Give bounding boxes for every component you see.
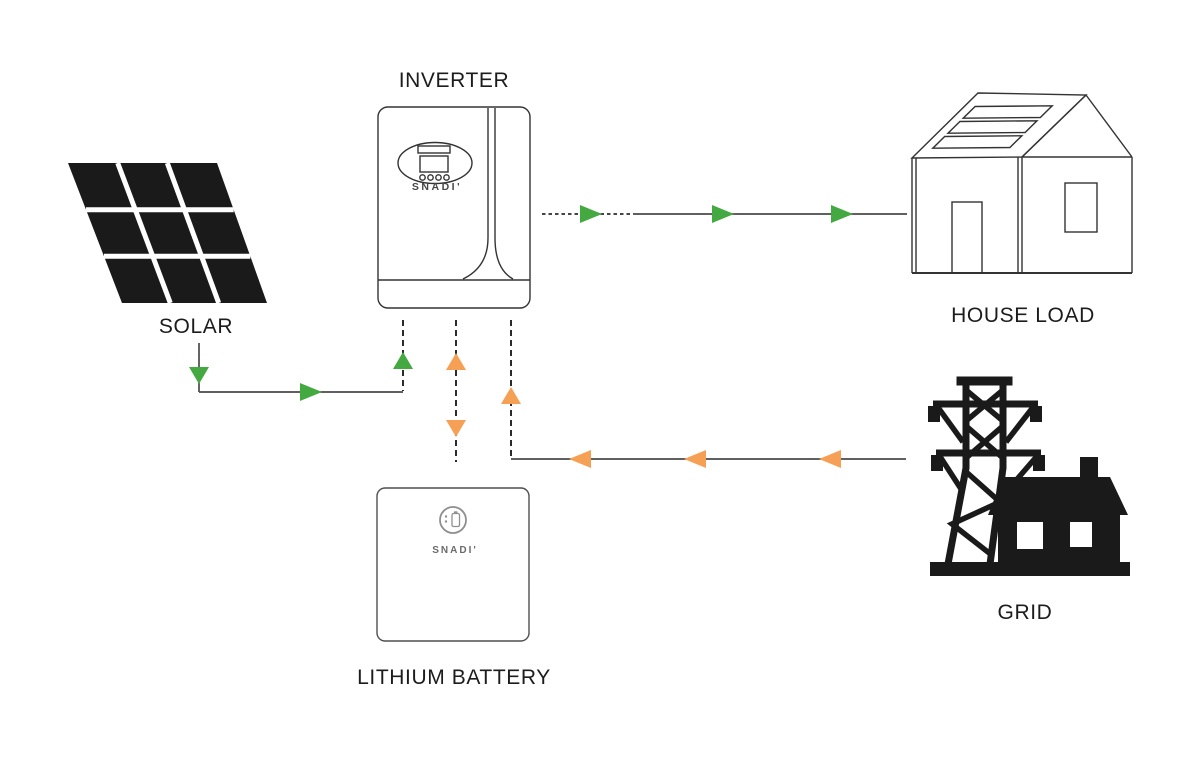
house-door: [951, 201, 983, 274]
power-tower-icon: [928, 376, 1130, 576]
grid-house: [988, 457, 1128, 567]
house-outline-icon: [910, 92, 1133, 274]
arrow-down-icon: [189, 367, 209, 384]
arrow-right-icon: [831, 205, 853, 223]
flow-grid-to-inverter: [501, 320, 906, 468]
arrow-right-icon: [712, 205, 734, 223]
house-load-label: HOUSE LOAD: [951, 304, 1095, 327]
battery-badge-icon: [439, 506, 467, 534]
arrow-up-icon: [501, 387, 521, 404]
battery-label: LITHIUM BATTERY: [357, 666, 551, 689]
arrow-down-icon: [446, 420, 466, 437]
inverter-label: INVERTER: [398, 69, 510, 92]
inverter-unit-icon: [377, 106, 531, 309]
arrow-right-icon: [300, 383, 322, 401]
battery-box-icon: [376, 487, 530, 642]
battery-brand-logo: SNADI': [432, 545, 478, 556]
arrow-up-icon: [446, 353, 466, 370]
arrow-left-icon: [569, 450, 591, 468]
inverter-brand-logo: SNADI': [411, 181, 463, 193]
flow-solar-to-inverter: [189, 320, 413, 401]
solar-panel-icon: [68, 162, 267, 304]
inverter-buttons: [419, 174, 450, 181]
solar-label: SOLAR: [158, 315, 234, 338]
arrow-up-icon: [393, 352, 413, 369]
house-window: [1064, 182, 1098, 233]
arrow-left-icon: [819, 450, 841, 468]
grid-base: [930, 562, 1130, 576]
arrow-right-icon: [580, 205, 602, 223]
arrow-left-icon: [684, 450, 706, 468]
grid-label: GRID: [997, 601, 1053, 624]
flow-inverter-to-house: [542, 205, 907, 223]
flow-inverter-battery: [446, 320, 466, 462]
